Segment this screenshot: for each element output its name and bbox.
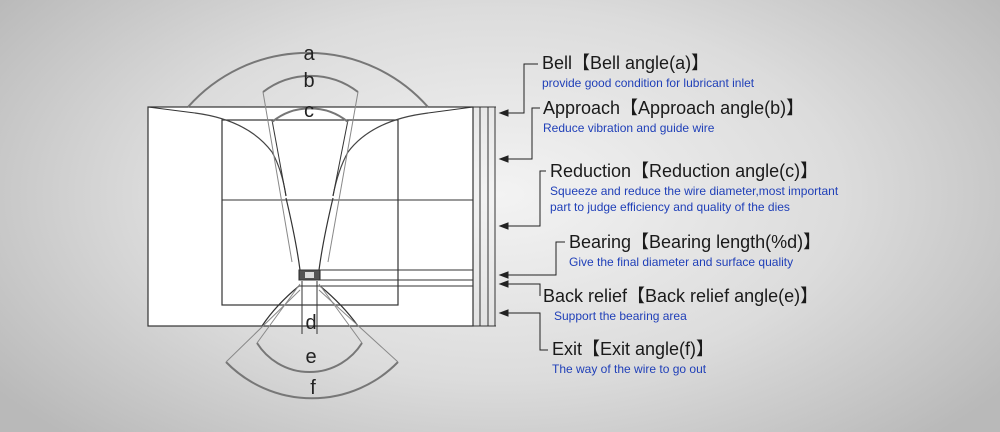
angle-label-e: e [305, 346, 316, 368]
part-reduction: Reduction【Reduction angle(c)】 Squeeze an… [550, 160, 838, 215]
part-back-relief-desc: Support the bearing area [554, 309, 687, 323]
leader-exit [498, 309, 548, 351]
leader-back-relief [498, 280, 541, 296]
part-bearing: Bearing【Bearing length(%d)】 Give the fin… [569, 231, 821, 270]
leader-bearing [498, 241, 565, 279]
leader-bell [498, 63, 538, 117]
part-approach: Approach【Approach angle(b)】 Reduce vibra… [543, 97, 804, 136]
arc-f [225, 361, 399, 400]
part-approach-title: Approach【Approach angle(b)】 [543, 98, 805, 118]
angle-label-f: f [310, 377, 316, 399]
part-approach-desc: Reduce vibration and guide wire [543, 121, 715, 135]
angle-label-b: b [303, 70, 314, 92]
part-reduction-title: Reduction【Reduction angle(c)】 [550, 161, 819, 181]
ray-e-right [318, 283, 363, 344]
leader-approach [498, 107, 540, 163]
part-exit: Exit【Exit angle(f)】 The way of the wire … [552, 338, 714, 377]
bearing-core [305, 272, 314, 278]
ray-b-right [327, 91, 359, 263]
approach-line-left [271, 119, 287, 197]
ray-f-right [318, 289, 399, 363]
angle-label-d: d [305, 312, 316, 334]
part-back-relief: Back relief【Back relief angle(e)】 Suppor… [543, 285, 818, 324]
reduction-curve-right [318, 197, 334, 271]
angle-label-c: c [304, 100, 314, 122]
angle-label-a: a [303, 43, 315, 65]
part-bearing-desc: Give the final diameter and surface qual… [569, 255, 794, 269]
arc-b [262, 74, 359, 93]
part-bell-desc: provide good condition for lubricant inl… [542, 76, 755, 90]
leader-reduction [498, 170, 546, 230]
bell-curve-right [332, 112, 429, 197]
part-exit-title: Exit【Exit angle(f)】 [552, 339, 715, 359]
part-bell: Bell【Bell angle(a)】 provide good conditi… [542, 52, 754, 91]
part-exit-desc: The way of the wire to go out [552, 362, 707, 376]
arc-a [187, 51, 429, 108]
arc-e [256, 342, 363, 374]
approach-line-right [332, 119, 349, 197]
arc-c [271, 107, 349, 123]
part-back-relief-title: Back relief【Back relief angle(e)】 [543, 286, 819, 306]
ray-e-left [256, 283, 301, 344]
die-outer-block [147, 106, 474, 327]
part-reduction-desc-1: Squeeze and reduce the wire diameter,mos… [550, 184, 839, 198]
reduction-curve-left [285, 197, 301, 271]
part-bell-title: Bell【Bell angle(a)】 [542, 53, 710, 73]
ray-f-left [225, 289, 301, 363]
exit-curve-left [261, 285, 300, 327]
ray-b-left [262, 91, 293, 263]
die-nib-block [221, 119, 399, 306]
part-bearing-title: Bearing【Bearing length(%d)】 [569, 232, 822, 252]
bell-top-edge [147, 106, 474, 114]
part-reduction-desc-2: part to judge efficiency and quality of … [550, 200, 790, 214]
